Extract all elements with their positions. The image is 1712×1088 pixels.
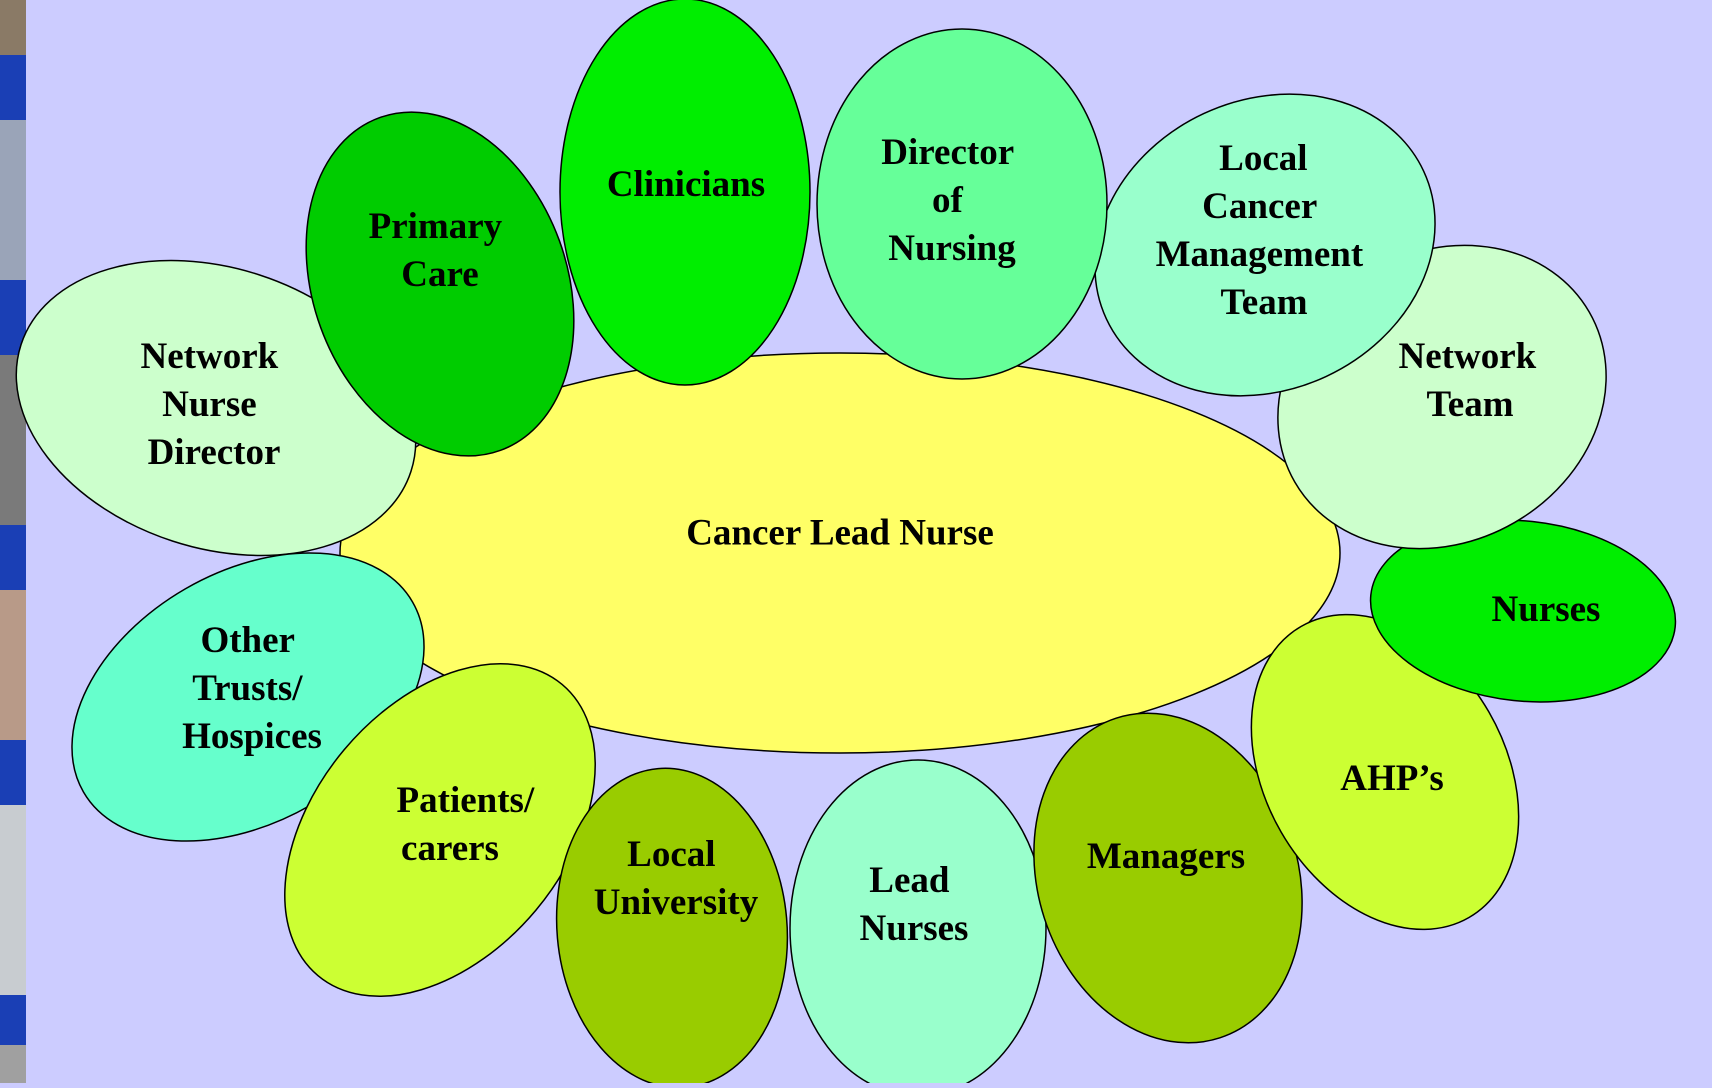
- petal-local-university: Local University: [555, 767, 789, 1083]
- petal-label-line: Network: [141, 336, 279, 377]
- petal-label-line: Lead: [869, 860, 950, 901]
- petal-label-line: Local: [627, 834, 715, 875]
- petal-label-line: Local: [1219, 138, 1307, 179]
- petal-label-line: Nursing: [888, 228, 1016, 269]
- svg-text:Local University: Local University: [594, 834, 759, 923]
- petal-clinicians: Clinicians: [559, 0, 811, 386]
- petal-label-line: Management: [1156, 234, 1364, 275]
- petal-label-line: Hospices: [182, 716, 322, 757]
- petal-label-line: Cancer: [1202, 186, 1317, 227]
- petal-label-line: Trusts/: [192, 668, 303, 709]
- petal-label-line: carers: [401, 828, 499, 869]
- svg-text:Primary Care: Primary Care: [369, 206, 512, 295]
- petal-local-cancer-management-team: Local Cancer Management Team: [1094, 93, 1436, 397]
- petal-director-of-nursing: Director of Nursing: [816, 28, 1108, 380]
- svg-text:Lead Nurses: Lead Nurses: [860, 860, 969, 949]
- petal-label-line: Care: [401, 254, 478, 295]
- petal-label-line: AHP’s: [1340, 758, 1443, 799]
- petal-label-line: Patients/: [397, 780, 535, 821]
- petal-ahps: AHP’s: [1250, 613, 1520, 931]
- svg-text:Director of Nursin: Director of Nursing: [881, 132, 1022, 269]
- svg-text:Local Cancer Manag: Local Cancer Management Team: [1156, 138, 1373, 323]
- petal-lead-nurses: Lead Nurses: [789, 759, 1047, 1083]
- petal-patients-carers: Patients/ carers: [284, 662, 596, 998]
- svg-text:AHP’s: AHP’s: [1340, 758, 1443, 799]
- petal-label-line: Other: [200, 620, 294, 661]
- petal-primary-care: Primary Care: [305, 111, 575, 457]
- petal-label-line: Nurse: [162, 384, 257, 425]
- petal-label-line: Director: [148, 432, 281, 473]
- petal-label-line: Network: [1399, 336, 1537, 377]
- petal-label-line: Team: [1220, 282, 1307, 323]
- petal-managers: Managers: [1033, 712, 1303, 1044]
- petal-nurses: Nurses: [1369, 519, 1677, 703]
- petal-label-line: Nurses: [1492, 589, 1601, 630]
- petal-label-line: Managers: [1087, 836, 1245, 877]
- center-label: Cancer Lead Nurse: [686, 512, 994, 553]
- petal-network-nurse-director: Network Nurse Director: [15, 259, 417, 557]
- svg-text:Network Team: Network Team: [1399, 336, 1546, 425]
- petal-label-line: of: [932, 180, 964, 221]
- svg-text:Nurses: Nurses: [1492, 589, 1601, 630]
- petal-label-line: Clinicians: [607, 164, 765, 205]
- petal-label-line: Nurses: [860, 908, 969, 949]
- svg-text:Managers: Managers: [1087, 836, 1245, 877]
- center-node: Cancer Lead Nurse: [339, 352, 1341, 754]
- petal-label-line: Director: [881, 132, 1013, 173]
- svg-text:Network Nurse Dire: Network Nurse Director: [141, 336, 288, 473]
- petal-label-line: Team: [1426, 384, 1513, 425]
- petal-label-line: University: [594, 882, 759, 923]
- svg-text:Clinicians: Clinicians: [607, 164, 765, 205]
- svg-text:Other Trusts/ Hosp: Other Trusts/ Hospices: [182, 620, 322, 757]
- svg-text:Patients/ carers: Patients/ carers: [397, 780, 544, 869]
- petal-label-line: Primary: [369, 206, 503, 247]
